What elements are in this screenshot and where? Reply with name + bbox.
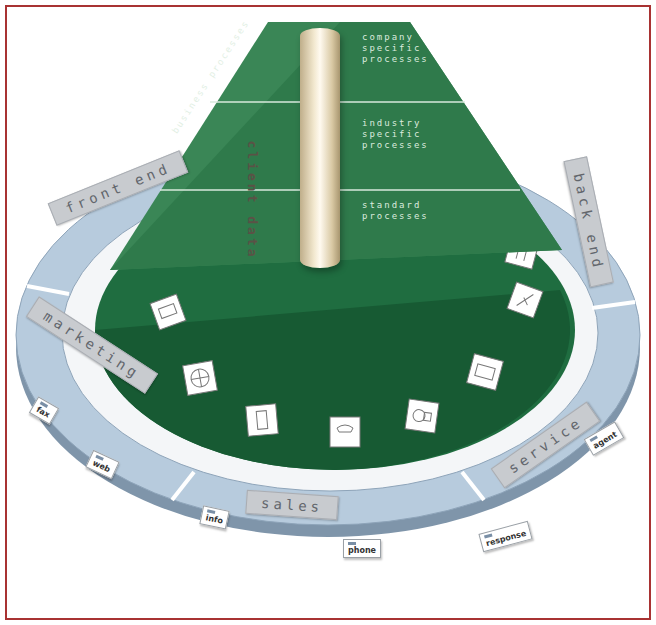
- node-text: web: [91, 458, 112, 474]
- node-text: service: [505, 413, 585, 476]
- channel-card: web: [85, 449, 119, 478]
- ring-segment: marketing: [26, 296, 158, 393]
- ring-segment: service: [490, 402, 600, 489]
- disc-shade: [95, 290, 570, 470]
- node-text: info: [204, 513, 223, 525]
- ring-gaps: [27, 286, 635, 500]
- frame: [6, 6, 650, 619]
- process-cone: business processesclient data: [100, 18, 570, 280]
- data-cylinder: client data: [300, 28, 340, 268]
- process-label: company specific processes: [362, 32, 446, 65]
- node-text: back end: [570, 172, 606, 273]
- node-text: phone: [348, 546, 376, 555]
- ring-segment: back end: [563, 156, 613, 288]
- node-text: agent: [591, 429, 618, 450]
- process-label: standard processes: [362, 200, 446, 222]
- node-text: response: [485, 528, 527, 547]
- node-text: marketing: [41, 308, 144, 382]
- channel-card: phone: [343, 539, 381, 558]
- node-text: sales: [261, 495, 324, 515]
- process-label: industry specific processes: [362, 118, 446, 151]
- node-text: client data: [245, 141, 260, 260]
- channel-card: response: [478, 520, 532, 552]
- ring-segment: sales: [245, 490, 339, 520]
- channel-card: info: [199, 505, 230, 529]
- node-text: fax: [35, 404, 52, 419]
- channel-card: fax: [29, 396, 59, 424]
